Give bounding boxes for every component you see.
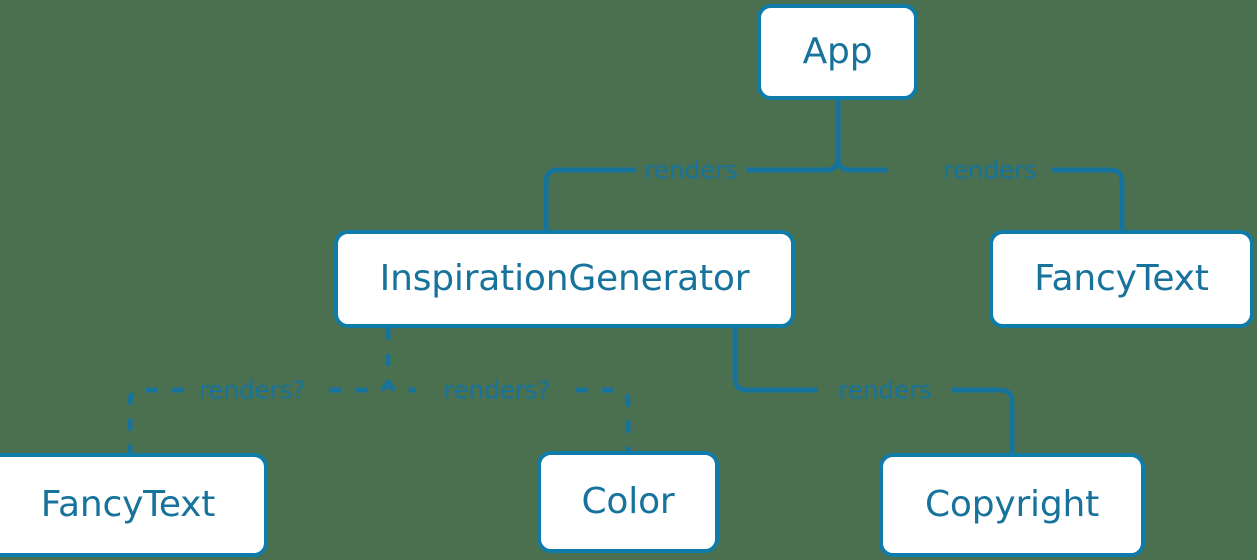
node-app-label: App: [802, 31, 873, 72]
edge-label-app-inspiration: renders: [635, 157, 747, 183]
node-copyright[interactable]: Copyright: [879, 453, 1145, 557]
node-color-label: Color: [581, 481, 675, 522]
node-color[interactable]: Color: [537, 451, 719, 553]
edge-label-inspiration-color: renders?: [434, 377, 560, 403]
edge-inspiration-color: [385, 328, 631, 451]
node-fancytext-right[interactable]: FancyText: [989, 230, 1254, 328]
node-inspiration-generator-label: InspirationGenerator: [379, 258, 750, 299]
edge-label-inspiration-copyright: renders: [829, 377, 941, 403]
node-app[interactable]: App: [757, 4, 918, 100]
node-copyright-label: Copyright: [924, 484, 1100, 525]
node-fancytext-bottom[interactable]: FancyText: [0, 453, 268, 557]
edge-inspiration-fancytext-bottom: [127, 328, 391, 453]
edge-label-app-fancytext-right: renders: [934, 157, 1046, 183]
edge-label-inspiration-fancytext-bottom: renders?: [189, 377, 315, 403]
edge-app-fancytext-right: [835, 100, 1125, 230]
node-fancytext-bottom-label: FancyText: [40, 484, 216, 525]
edge-inspiration-copyright: [732, 328, 1015, 453]
node-fancytext-right-label: FancyText: [1034, 258, 1209, 299]
node-inspiration-generator[interactable]: InspirationGenerator: [334, 230, 795, 328]
